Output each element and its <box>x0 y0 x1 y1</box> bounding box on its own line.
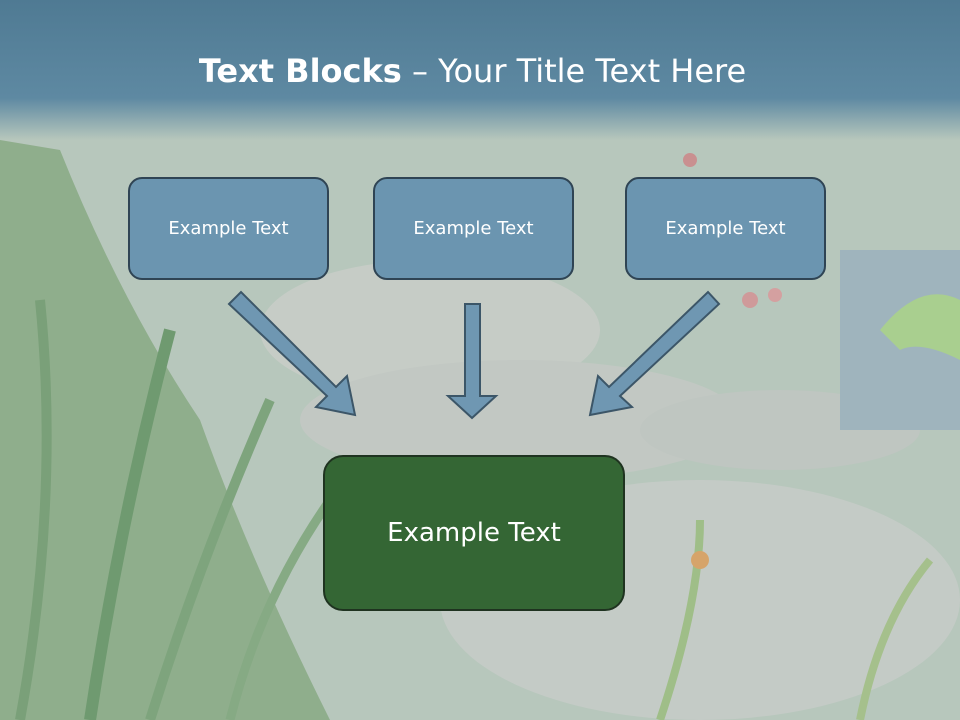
text-block-1[interactable]: Example Text <box>128 177 329 280</box>
text-block-2[interactable]: Example Text <box>373 177 574 280</box>
text-block-3-label: Example Text <box>665 218 786 239</box>
title-bold-text: Text Blocks <box>198 52 402 90</box>
text-block-2-label: Example Text <box>413 218 534 239</box>
main-text-block-label: Example Text <box>387 518 561 548</box>
slide-title[interactable]: Text Blocks – Your Title Text Here <box>0 52 945 90</box>
arrow-left-icon <box>227 290 357 417</box>
title-rest-text: Your Title Text Here <box>438 52 747 90</box>
main-text-block[interactable]: Example Text <box>323 455 625 611</box>
title-banner <box>0 0 960 140</box>
arrow-right-icon <box>588 290 721 417</box>
text-block-3[interactable]: Example Text <box>625 177 826 280</box>
text-block-1-label: Example Text <box>168 218 289 239</box>
title-separator: – <box>401 52 439 90</box>
arrow-middle-icon <box>445 303 499 420</box>
